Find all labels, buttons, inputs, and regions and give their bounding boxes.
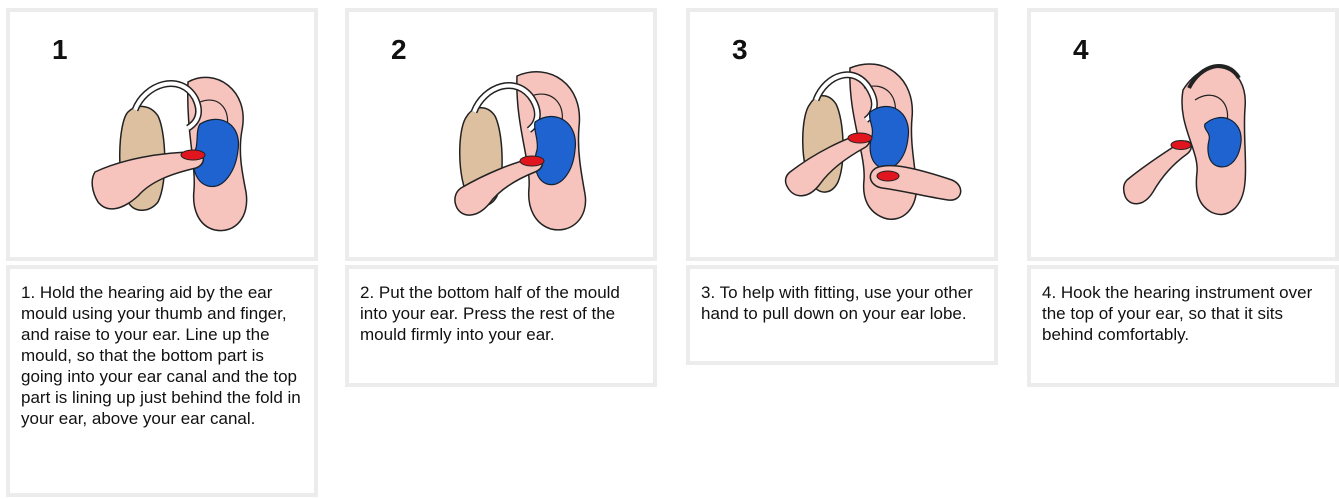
step-1: 1 1. Hold the hearing aid by the ear mou… <box>6 8 326 497</box>
step-3-instruction: 3. To help with fitting, use your other … <box>686 265 998 365</box>
step-1-instruction: 1. Hold the hearing aid by the ear mould… <box>6 265 318 497</box>
step-4-image-card: 4 <box>1027 8 1339 261</box>
step-2-image-card: 2 <box>345 8 657 261</box>
step-4-instruction: 4. Hook the hearing instrument over the … <box>1027 265 1339 387</box>
step-4-illustration <box>1031 12 1335 257</box>
step-2: 2 2. Put the bottom half of the mould in… <box>345 8 665 387</box>
step-3-illustration <box>690 12 994 257</box>
step-2-instruction: 2. Put the bottom half of the mould into… <box>345 265 657 387</box>
step-3: 3 3. To help with fitting, use your othe… <box>686 8 1006 365</box>
step-3-image-card: 3 <box>686 8 998 261</box>
step-1-image-card: 1 <box>6 8 318 261</box>
step-2-illustration <box>349 12 653 257</box>
step-1-illustration <box>10 12 314 257</box>
step-4: 4 4. Hook the hearing instrument over th… <box>1027 8 1339 387</box>
